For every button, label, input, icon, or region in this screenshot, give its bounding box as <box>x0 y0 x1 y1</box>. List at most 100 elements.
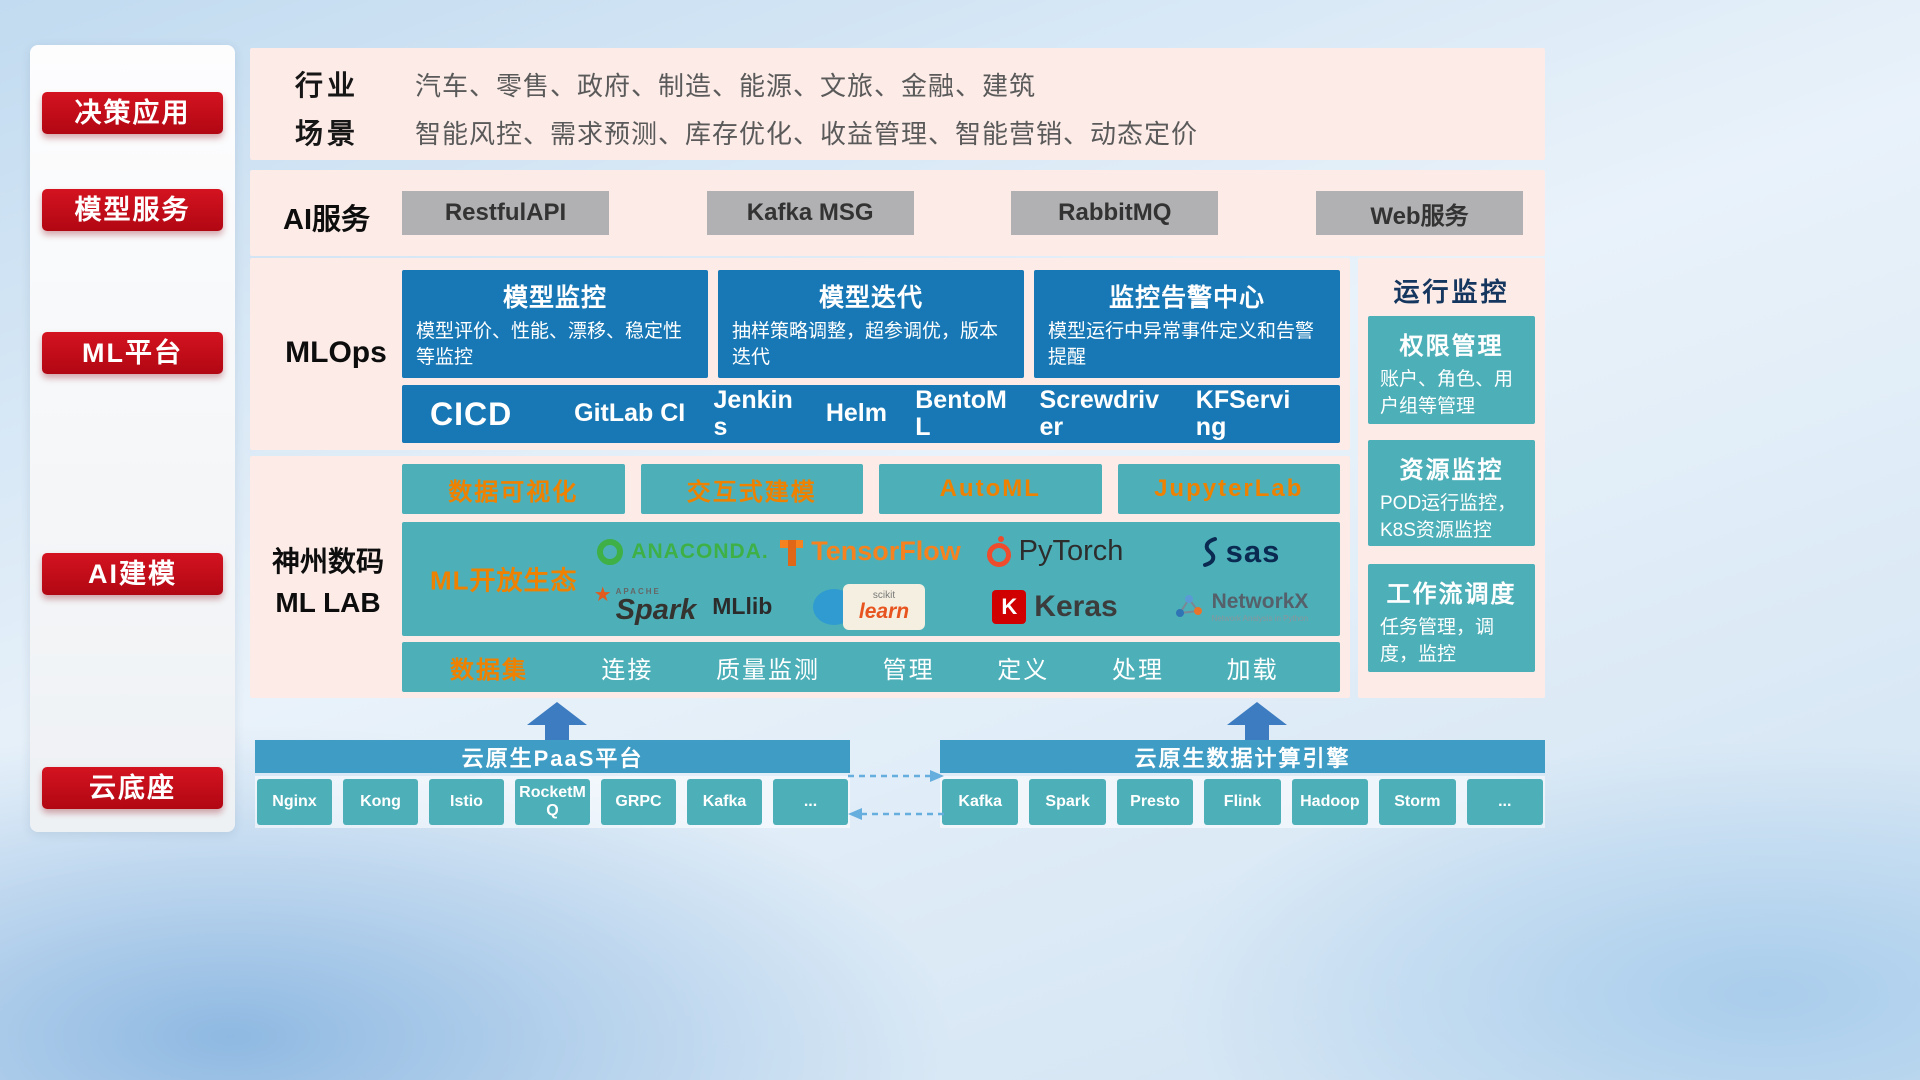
paas-rocketmq: RocketMQ <box>515 779 590 825</box>
feature-jupyterlab: JupyterLab <box>1117 464 1340 514</box>
engine-spark: Spark <box>1029 779 1106 825</box>
spark-star-icon <box>594 582 612 607</box>
sas-swirl-icon <box>1202 536 1217 567</box>
sidebar-item-cloud-base: 云底座 <box>42 767 223 809</box>
card-permission-mgmt: 权限管理 账户、角色、用户组等管理 <box>1368 316 1535 424</box>
panel-mlops: MLOps 模型监控 模型评价、性能、漂移、稳定性等监控 模型迭代 抽样策略调整… <box>250 258 1350 450</box>
networkx-subtitle: Network Analysis in Python <box>1211 613 1309 623</box>
spark-wordmark: APACHE Spark <box>616 588 697 625</box>
card-desc: 模型运行中异常事件定义和告警提醒 <box>1048 321 1315 369</box>
card-title: 模型迭代 <box>818 284 923 312</box>
up-arrow-paas <box>527 702 587 740</box>
pytorch-logo: PyTorch <box>986 535 1124 568</box>
engine-presto: Presto <box>1116 779 1194 825</box>
ml-lab-label-line2: ML LAB <box>275 586 381 618</box>
anaconda-wordmark: ANACONDA. <box>631 539 769 563</box>
service-kafka-msg: Kafka MSG <box>706 191 914 235</box>
mllib-wordmark: MLlib <box>712 593 773 619</box>
card-model-iteration: 模型迭代 抽样策略调整，超参调优，版本迭代 <box>718 270 1024 378</box>
paas-header: 云原生PaaS平台 <box>255 740 850 773</box>
networkx-wordmark: NetworkX Network Analysis in Python <box>1212 590 1309 623</box>
mlops-label: MLOps <box>285 336 387 369</box>
feature-interactive: 交互式建模 <box>640 464 863 514</box>
mlops-cards: 模型监控 模型评价、性能、漂移、稳定性等监控 模型迭代 抽样策略调整，超参调优，… <box>402 270 1340 378</box>
keras-icon: K <box>992 589 1027 624</box>
industry-list: 汽车、零售、政府、制造、能源、文旅、金融、建筑 <box>415 71 1037 101</box>
pytorch-wordmark: PyTorch <box>1018 535 1124 567</box>
engine-storm: Storm <box>1379 779 1456 825</box>
dataset-quality: 质量监测 <box>715 656 820 684</box>
dataset-manage: 管理 <box>882 656 935 684</box>
paas-kafka: Kafka <box>687 779 762 825</box>
scikit-text: scikit <box>872 590 896 601</box>
card-title: 工作流调度 <box>1386 581 1517 608</box>
card-desc: 账户、角色、用户组等管理 <box>1380 369 1514 417</box>
engine-hadoop: Hadoop <box>1291 779 1369 825</box>
tensorflow-logo: TensorFlow <box>777 536 961 567</box>
card-alert-center: 监控告警中心 模型运行中异常事件定义和告警提醒 <box>1034 270 1340 378</box>
sidebar-item-decision-app: 决策应用 <box>42 92 223 134</box>
engine-buttons: Kafka Spark Presto Flink Hadoop Storm ..… <box>940 776 1545 828</box>
engine-flink: Flink <box>1204 779 1281 825</box>
tool-bentoml: BentoML <box>915 385 1007 441</box>
paas-nginx: Nginx <box>257 779 332 825</box>
card-workflow-scheduling: 工作流调度 任务管理，调度，监控 <box>1368 564 1535 672</box>
dataset-label: 数据集 <box>450 656 528 684</box>
eco-label: ML开放生态 <box>430 565 578 596</box>
feature-data-viz: 数据可视化 <box>402 464 625 514</box>
paas-kong: Kong <box>343 779 418 825</box>
cicd-bar: CICD GitLab CI Jenkins Helm BentoML Scre… <box>402 385 1340 443</box>
up-arrow-engine <box>1227 702 1287 740</box>
dataset-load: 加载 <box>1226 656 1279 684</box>
scene-label: 场景 <box>295 118 360 149</box>
tool-helm: Helm <box>825 399 887 428</box>
ml-lab-label-line1: 神州数码 <box>271 546 384 577</box>
card-model-monitoring: 模型监控 模型评价、性能、漂移、稳定性等监控 <box>402 270 708 378</box>
anaconda-logo: ANACONDA. <box>597 538 769 565</box>
card-desc: POD运行监控，K8S资源监控 <box>1380 493 1517 541</box>
eco-logos: ANACONDA. TensorFlow PyTorch sas <box>590 524 1334 634</box>
tool-screwdriver: Screwdriver <box>1039 385 1160 441</box>
scikit-learn-logo: scikit learn <box>813 583 925 630</box>
feature-automl: AutoML <box>879 464 1102 514</box>
ml-lab-features: 数据可视化 交互式建模 AutoML JupyterLab <box>402 464 1340 514</box>
paas-more: ... <box>773 779 848 825</box>
dataset-define: 定义 <box>997 656 1050 684</box>
tensorflow-icon <box>777 538 804 566</box>
ai-service-label: AI服务 <box>283 204 371 236</box>
monitoring-title: 运行监控 <box>1393 277 1510 307</box>
card-title: 模型监控 <box>502 284 607 312</box>
card-title: 监控告警中心 <box>1108 284 1265 312</box>
sidebar-item-ml-platform: ML平台 <box>42 332 223 374</box>
card-resource-monitoring: 资源监控 POD运行监控，K8S资源监控 <box>1368 440 1535 546</box>
panel-ai-services: AI服务 RestfulAPI Kafka MSG RabbitMQ Web服务 <box>250 170 1545 256</box>
scene-row: 场景 智能风控、需求预测、库存优化、收益管理、智能营销、动态定价 <box>250 112 1545 149</box>
networkx-logo: NetworkX Network Analysis in Python <box>1174 590 1309 623</box>
service-restfulapi: RestfulAPI <box>402 191 609 235</box>
sidebar-item-model-service: 模型服务 <box>42 189 223 231</box>
tensorflow-wordmark: TensorFlow <box>811 536 961 566</box>
paas-istio: Istio <box>429 779 504 825</box>
card-title: 资源监控 <box>1399 457 1504 484</box>
engine-header: 云原生数据计算引擎 <box>940 740 1545 773</box>
spark-text: Spark <box>615 594 697 626</box>
card-desc: 模型评价、性能、漂移、稳定性等监控 <box>416 321 683 369</box>
ai-service-buttons: RestfulAPI Kafka MSG RabbitMQ Web服务 <box>402 191 1523 235</box>
dataset-connect: 连接 <box>601 656 654 684</box>
learn-text: learn <box>858 600 910 623</box>
networkx-text: NetworkX <box>1211 589 1309 613</box>
tool-jenkins: Jenkins <box>713 385 793 441</box>
tool-gitlab-ci: GitLab CI <box>574 399 686 428</box>
industry-row: 行业 汽车、零售、政府、制造、能源、文旅、金融、建筑 <box>250 64 1545 101</box>
card-desc: 任务管理，调度，监控 <box>1380 617 1495 665</box>
industry-label: 行业 <box>295 70 360 101</box>
networkx-icon <box>1175 595 1202 618</box>
keras-logo: K Keras <box>992 589 1118 624</box>
engine-kafka: Kafka <box>942 779 1019 825</box>
engine-more: ... <box>1466 779 1543 825</box>
dataset-process: 处理 <box>1111 656 1164 684</box>
cicd-label: CICD <box>430 395 513 432</box>
dataset-items: 连接 质量监测 管理 定义 处理 加载 <box>570 650 1340 685</box>
pytorch-icon <box>986 535 1011 567</box>
